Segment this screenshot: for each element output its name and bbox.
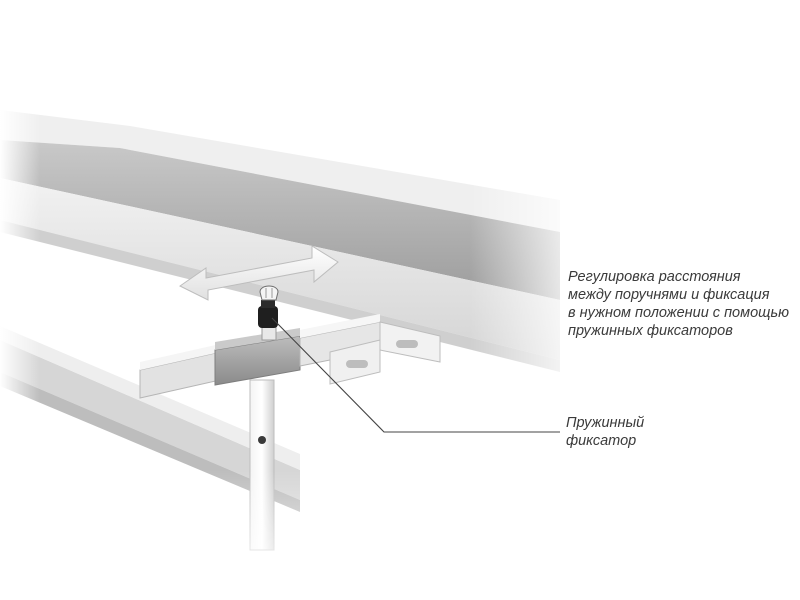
callout-line: Пружинный <box>566 415 645 431</box>
spring-latch-icon <box>258 285 279 341</box>
latch-leader-line <box>271 317 560 433</box>
distance-adjustment-callout: Регулировка расстояния между поручнями и… <box>568 268 790 340</box>
spring-latch-callout: Пружинный фиксатор <box>566 414 706 450</box>
telescopic-bracket <box>139 314 441 399</box>
callout-line: фиксатор <box>566 433 637 449</box>
double-headed-arrow-icon <box>179 245 339 301</box>
callout-line: в нужном положении с помощью <box>568 305 789 321</box>
callout-line: между поручнями и фиксация <box>568 287 770 303</box>
callout-line: Регулировка расстояния <box>568 269 741 285</box>
callout-line: пружинных фиксаторов <box>568 323 733 339</box>
